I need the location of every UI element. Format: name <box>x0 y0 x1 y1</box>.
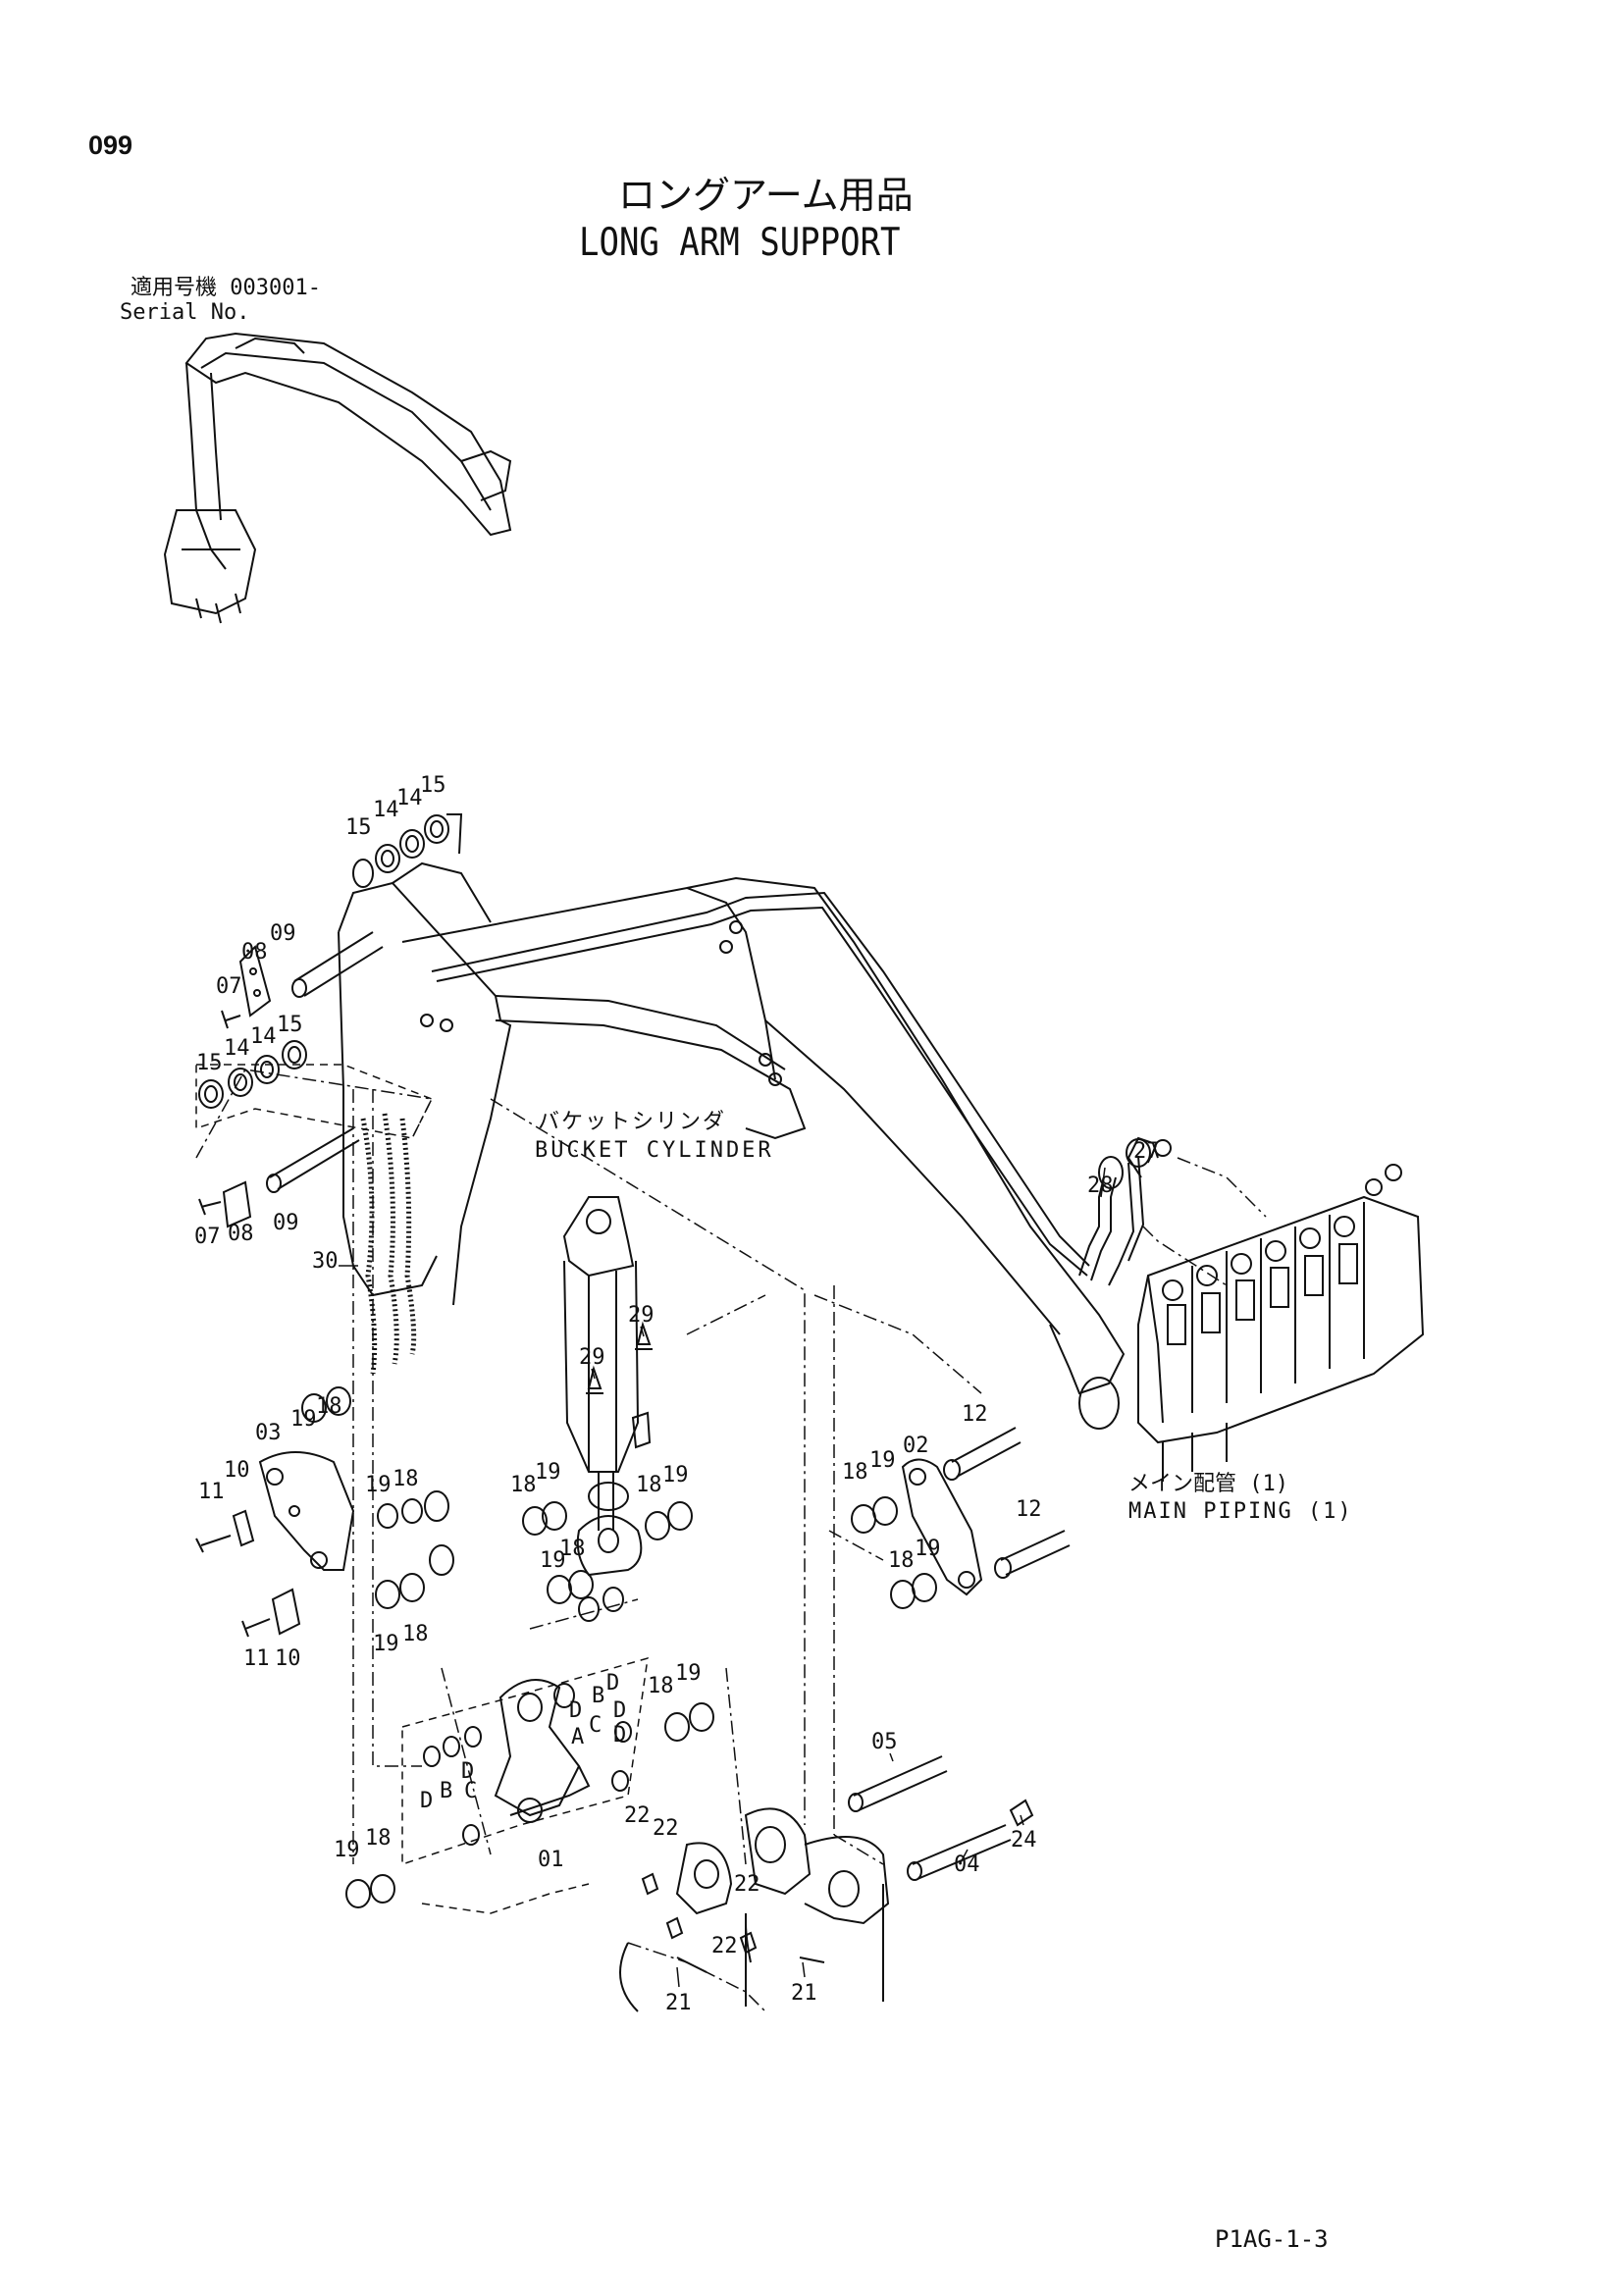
part-label: 22 <box>653 1816 679 1841</box>
part-label: 11 <box>243 1646 270 1671</box>
part-label: 15 <box>420 773 446 798</box>
main-piping-label: MAIN PIPING (1) <box>1128 1499 1353 1524</box>
leader-lines <box>195 1069 1267 2012</box>
serial-number-japanese: 適用号機 003001- <box>131 276 321 300</box>
part-label: 11 <box>198 1480 225 1504</box>
grouping-boxes <box>195 1064 649 1914</box>
part-label: 22 <box>734 1872 760 1897</box>
part-label: 01 <box>538 1848 564 1872</box>
bucket-cylinder-label-japanese: バケットシリンダ <box>538 1110 727 1134</box>
part-label: 18 <box>365 1826 392 1851</box>
part-label: 19 <box>373 1632 399 1656</box>
part-label: 14 <box>224 1036 250 1061</box>
part-label: 03 <box>255 1421 282 1445</box>
part-label: 28 <box>1087 1174 1114 1198</box>
part-label: 07 <box>216 974 242 999</box>
footer-code: P1AG-1-3 <box>1215 2225 1329 2253</box>
part-label: 19 <box>869 1448 896 1473</box>
part-label: 19 <box>662 1463 689 1487</box>
part-label: B <box>592 1684 604 1708</box>
part-label: C <box>464 1779 477 1803</box>
part-label: D <box>613 1723 626 1748</box>
part-label: 08 <box>228 1222 254 1246</box>
part-label: D <box>420 1789 433 1813</box>
label-leader-ticks <box>339 1145 1157 1988</box>
part-label: 08 <box>241 940 268 965</box>
part-label: 18 <box>648 1674 674 1698</box>
part-label: 29 <box>579 1345 605 1370</box>
part-label: 27 <box>1133 1139 1160 1164</box>
part-label: 18 <box>510 1473 537 1497</box>
part-label: 19 <box>334 1838 360 1862</box>
part-label: 30 <box>312 1249 339 1274</box>
part-label: 10 <box>275 1646 301 1671</box>
part-label: 12 <box>962 1402 988 1427</box>
part-label: 19 <box>675 1661 702 1686</box>
part-label: 05 <box>871 1730 898 1754</box>
part-label: 07 <box>194 1225 221 1249</box>
excavator-overview-illustration <box>163 332 512 624</box>
part-label: 09 <box>273 1211 299 1235</box>
part-label: 18 <box>559 1537 586 1561</box>
part-label: 14 <box>396 786 423 810</box>
part-label: B <box>440 1779 452 1803</box>
part-number-labels: 15 14 14 15 08 09 07 15 14 14 15 07 08 0… <box>194 773 1160 2015</box>
main-piping-label-japanese: メイン配管 (1) <box>1128 1472 1288 1496</box>
bucket-cylinder <box>522 1196 693 1604</box>
control-valve-block <box>1137 1164 1425 1482</box>
part-label: 15 <box>196 1051 223 1075</box>
part-label: 14 <box>250 1024 277 1049</box>
part-label: 18 <box>888 1548 915 1573</box>
part-label: 12 <box>1016 1497 1042 1522</box>
part-label: C <box>589 1713 602 1738</box>
bucket-bosses-and-pins <box>619 1755 1034 2012</box>
part-label: 19 <box>365 1473 392 1497</box>
page-title-english: LONG ARM SUPPORT <box>579 220 901 266</box>
part-label: 21 <box>665 1991 692 2015</box>
part-label: D <box>461 1759 474 1784</box>
part-label: 19 <box>540 1548 566 1573</box>
part-label: D <box>569 1698 582 1723</box>
part-label: 29 <box>628 1303 655 1328</box>
part-label: 04 <box>954 1852 980 1877</box>
part-label: 18 <box>402 1622 429 1646</box>
link-and-pins <box>851 1427 1071 1609</box>
part-label: 19 <box>915 1537 941 1561</box>
part-label: 02 <box>903 1434 929 1458</box>
part-label: D <box>613 1698 626 1723</box>
long-arm-assembly <box>338 861 1126 1430</box>
part-label: 15 <box>345 815 372 840</box>
serial-number-label: Serial No. <box>120 300 250 325</box>
bucket-cylinder-label: BUCKET CYLINDER <box>535 1138 774 1163</box>
bracket-parts <box>195 1386 454 1638</box>
part-label: 21 <box>791 1981 817 2006</box>
part-label: 15 <box>277 1013 303 1037</box>
part-label: 18 <box>842 1460 868 1485</box>
part-label: 19 <box>535 1460 561 1485</box>
part-label: D <box>606 1671 619 1696</box>
part-label: 22 <box>711 1934 738 1958</box>
part-label: 09 <box>270 921 296 946</box>
part-label: 19 <box>290 1407 317 1432</box>
part-label: 22 <box>624 1803 651 1828</box>
link-01-assembly <box>345 1587 714 1908</box>
part-label: 10 <box>224 1458 250 1483</box>
left-side-parts <box>198 813 463 1375</box>
part-label: 14 <box>373 798 399 822</box>
part-label: A <box>571 1725 584 1749</box>
part-label: 24 <box>1011 1828 1037 1852</box>
part-label: 18 <box>316 1394 342 1419</box>
part-label: 18 <box>393 1467 419 1491</box>
page-title-japanese: ロングアーム用品 <box>618 174 914 217</box>
page-number: 099 <box>88 130 133 160</box>
part-label: 18 <box>636 1473 662 1497</box>
